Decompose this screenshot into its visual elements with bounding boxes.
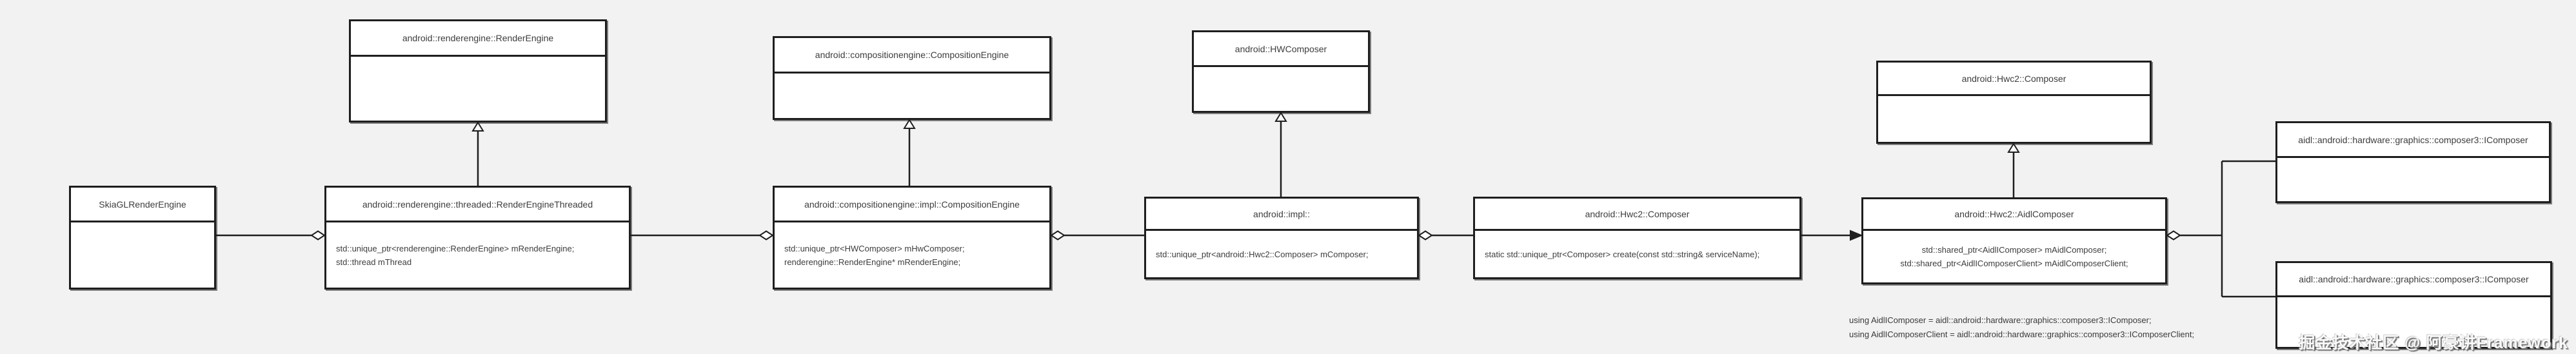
class-box-aidl-composer: android::Hwc2::AidlComposer std::shared_… <box>1861 197 2167 284</box>
class-title: android::impl:: <box>1253 208 1310 219</box>
aggregation-renderenginethreaded-to-compositionengineimpl-diamond-icon <box>758 230 774 241</box>
class-title-compartment: aidl::android::hardware::graphics::compo… <box>2277 263 2550 297</box>
class-title: android::Hwc2::Composer <box>1585 208 1690 219</box>
class-title-compartment: android::compositionengine::impl::Compos… <box>775 188 1049 222</box>
class-box-icomposer-bottom: aidl::android::hardware::graphics::compo… <box>2275 261 2552 349</box>
class-members-compartment <box>1194 67 1368 111</box>
class-box-skiagl-render-engine: SkiaGLRenderEngine <box>69 186 216 290</box>
type-alias-line: using AidlIComposerClient = aidl::androi… <box>1849 329 2195 339</box>
aggregation-compositionengineimpl-to-impl-diamond-icon <box>1050 230 1065 241</box>
class-box-impl: android::impl:: std::unique_ptr<android:… <box>1144 197 1419 279</box>
class-title-compartment: android::Hwc2::Composer <box>1878 63 2150 96</box>
type-alias-line: using AidlIComposer = aidl::android::har… <box>1849 315 2152 325</box>
class-members-compartment <box>351 57 605 121</box>
class-title: android::Hwc2::Composer <box>1961 73 2066 84</box>
inheritance-impl-to-hwcomposer-triangle-icon <box>1274 112 1287 122</box>
aggregation-impl-to-hwc2composer-diamond-icon <box>1418 230 1433 241</box>
class-title-compartment: android::compositionengine::CompositionE… <box>775 38 1049 74</box>
class-member: renderengine::RenderEngine* mRenderEngin… <box>784 257 961 267</box>
class-members-compartment <box>71 222 214 288</box>
class-title: android::HWComposer <box>1234 43 1327 54</box>
class-member: std::shared_ptr<AidlIComposer> mAidlComp… <box>1921 245 2107 255</box>
class-title: aidl::android::hardware::graphics::compo… <box>2299 274 2529 284</box>
class-box-hwc2-composer: android::Hwc2::Composer static std::uniq… <box>1473 197 1801 279</box>
watermark: 掘金技术社区 @ 阿豪讲Framework <box>2299 334 2568 352</box>
class-title: android::renderengine::RenderEngine <box>402 33 554 43</box>
class-title-compartment: SkiaGLRenderEngine <box>71 188 214 222</box>
class-members-compartment: std::unique_ptr<renderengine::RenderEngi… <box>326 222 629 288</box>
class-title-compartment: aidl::android::hardware::graphics::compo… <box>2277 123 2549 158</box>
class-title: SkiaGLRenderEngine <box>99 199 186 210</box>
class-member: std::unique_ptr<android::Hwc2::Composer>… <box>1156 249 1369 259</box>
class-title-compartment: android::Hwc2::AidlComposer <box>1863 199 2165 231</box>
class-title-compartment: android::renderengine::threaded::RenderE… <box>326 188 629 222</box>
aggregation-aidlcomposer-to-icomposers-diamond-icon <box>2166 230 2181 241</box>
class-box-composition-engine-impl: android::compositionengine::impl::Compos… <box>773 186 1051 290</box>
class-members-compartment: std::shared_ptr<AidlIComposer> mAidlComp… <box>1863 231 2165 282</box>
class-title-compartment: android::HWComposer <box>1194 32 1368 67</box>
class-box-hwcomposer: android::HWComposer <box>1192 30 1370 113</box>
class-box-render-engine-threaded: android::renderengine::threaded::RenderE… <box>324 186 631 290</box>
class-member: std::unique_ptr<renderengine::RenderEngi… <box>336 243 575 253</box>
class-box-icomposer-top: aidl::android::hardware::graphics::compo… <box>2275 121 2551 203</box>
class-box-render-engine: android::renderengine::RenderEngine <box>349 19 607 123</box>
type-alias-notes: using AidlIComposer = aidl::android::har… <box>1849 313 2194 342</box>
inheritance-aidlcomposer-to-hwc2composerbase-triangle-icon <box>2007 143 2020 153</box>
inheritance-compositionengineimpl-to-compositionengine-triangle-icon <box>903 119 916 129</box>
class-member: std::thread mThread <box>336 257 412 267</box>
class-title: android::renderengine::threaded::RenderE… <box>362 199 593 210</box>
aggregation-skiagl-to-renderenginethreaded-diamond-icon <box>310 230 326 241</box>
class-title-compartment: android::Hwc2::Composer <box>1475 199 1799 231</box>
class-member: std::shared_ptr<AidlIComposerClient> mAi… <box>1900 259 2128 268</box>
inheritance-renderenginethreaded-to-renderengine-triangle-icon <box>471 121 484 132</box>
class-title: android::Hwc2::AidlComposer <box>1954 209 2074 219</box>
class-box-composition-engine: android::compositionengine::CompositionE… <box>773 36 1051 120</box>
class-members-compartment: static std::unique_ptr<Composer> create(… <box>1475 231 1799 277</box>
class-members-compartment <box>775 74 1049 118</box>
class-title: android::compositionengine::CompositionE… <box>815 50 1009 60</box>
class-member: static std::unique_ptr<Composer> create(… <box>1485 249 1760 259</box>
class-member: std::unique_ptr<HWComposer> mHwComposer; <box>784 243 965 253</box>
class-box-hwc2-composer-base: android::Hwc2::Composer <box>1876 61 2152 144</box>
class-title-compartment: android::renderengine::RenderEngine <box>351 21 605 57</box>
class-title: android::compositionengine::impl::Compos… <box>804 199 1020 210</box>
class-title-compartment: android::impl:: <box>1146 199 1417 231</box>
arrow-hwc2composer-to-aidlcomposer-arrowhead-icon <box>1850 230 1863 241</box>
class-members-compartment: std::unique_ptr<android::Hwc2::Composer>… <box>1146 231 1417 277</box>
class-members-compartment <box>2277 158 2549 201</box>
class-members-compartment: std::unique_ptr<HWComposer> mHwComposer;… <box>775 222 1049 288</box>
class-title: aidl::android::hardware::graphics::compo… <box>2298 134 2528 145</box>
class-members-compartment <box>1878 96 2150 142</box>
